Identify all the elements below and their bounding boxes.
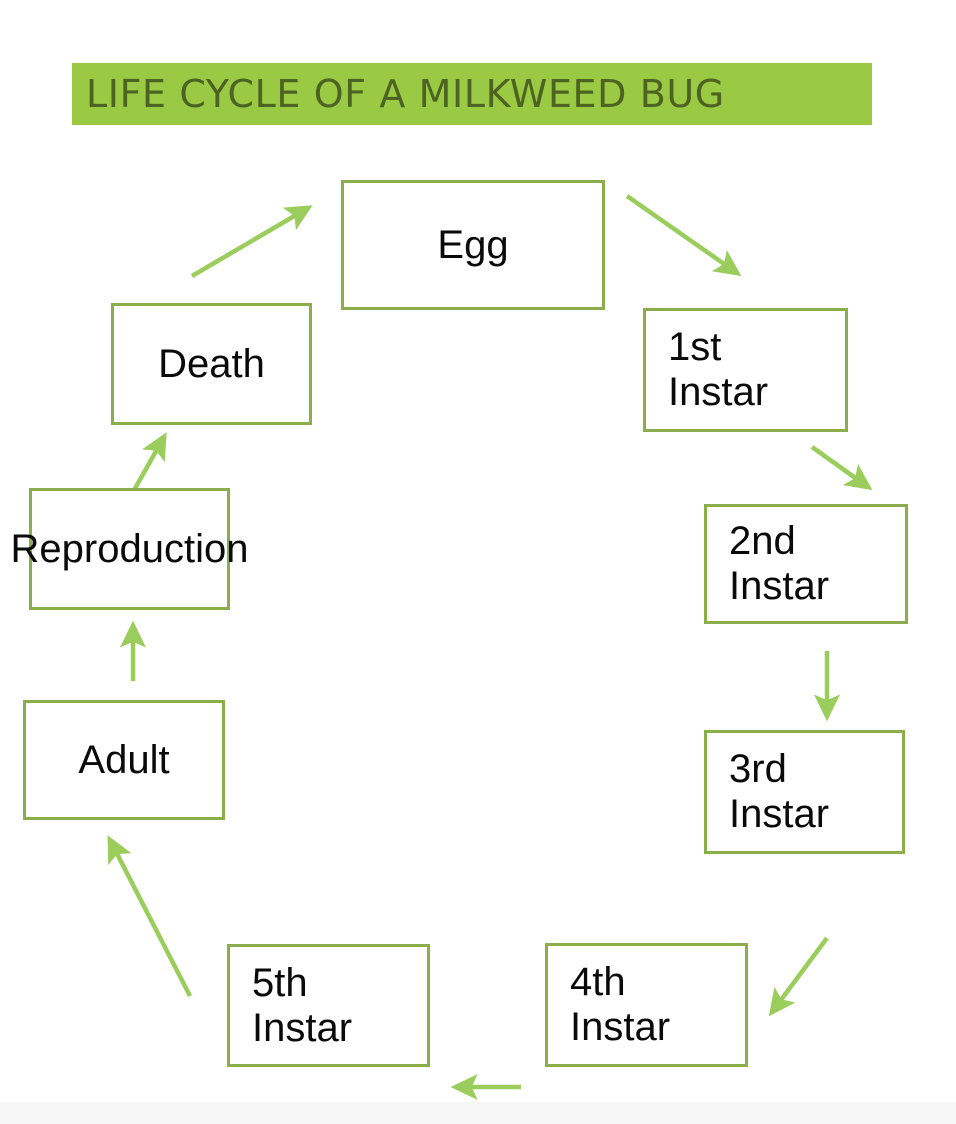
arrow-egg-to-instar-1 [625, 194, 742, 277]
stage-box-adult[interactable]: Adult [23, 700, 225, 820]
stage-box-instar-2[interactable]: 2nd Instar [704, 504, 908, 624]
stage-label-instar-4: 4th Instar [570, 960, 671, 1049]
stage-box-egg[interactable]: Egg [341, 180, 605, 310]
stage-label-reproduction: Reproduction [10, 526, 249, 571]
diagram-title-banner: LIFE CYCLE OF A MILKWEED BUG [72, 63, 872, 125]
stage-label-death: Death [158, 341, 265, 386]
stage-box-death[interactable]: Death [111, 303, 312, 425]
stage-label-adult: Adult [78, 737, 170, 782]
stage-box-instar-1[interactable]: 1st Instar [643, 308, 848, 432]
stage-box-instar-3[interactable]: 3rd Instar [704, 730, 905, 854]
stage-box-instar-5[interactable]: 5th Instar [227, 944, 430, 1067]
arrow-reproduction-to-death [131, 432, 167, 494]
stage-label-instar-1: 1st Instar [668, 325, 769, 414]
stage-label-instar-5: 5th Instar [252, 960, 353, 1050]
page-title: LIFE CYCLE OF A MILKWEED BUG [86, 72, 725, 116]
stage-label-instar-2: 2nd Instar [729, 519, 830, 608]
arrow-instar-5-to-adult [107, 835, 193, 998]
page-bottom-band [0, 1102, 956, 1124]
arrow-death-to-egg [190, 205, 313, 278]
stage-box-instar-4[interactable]: 4th Instar [545, 943, 748, 1067]
stage-box-reproduction[interactable]: Reproduction [11, 488, 248, 610]
arrow-instar-1-to-instar-2 [810, 445, 873, 491]
arrow-instar-3-to-instar-4 [768, 936, 829, 1017]
stage-label-egg: Egg [437, 222, 509, 267]
stage-label-instar-3: 3rd Instar [729, 747, 830, 836]
